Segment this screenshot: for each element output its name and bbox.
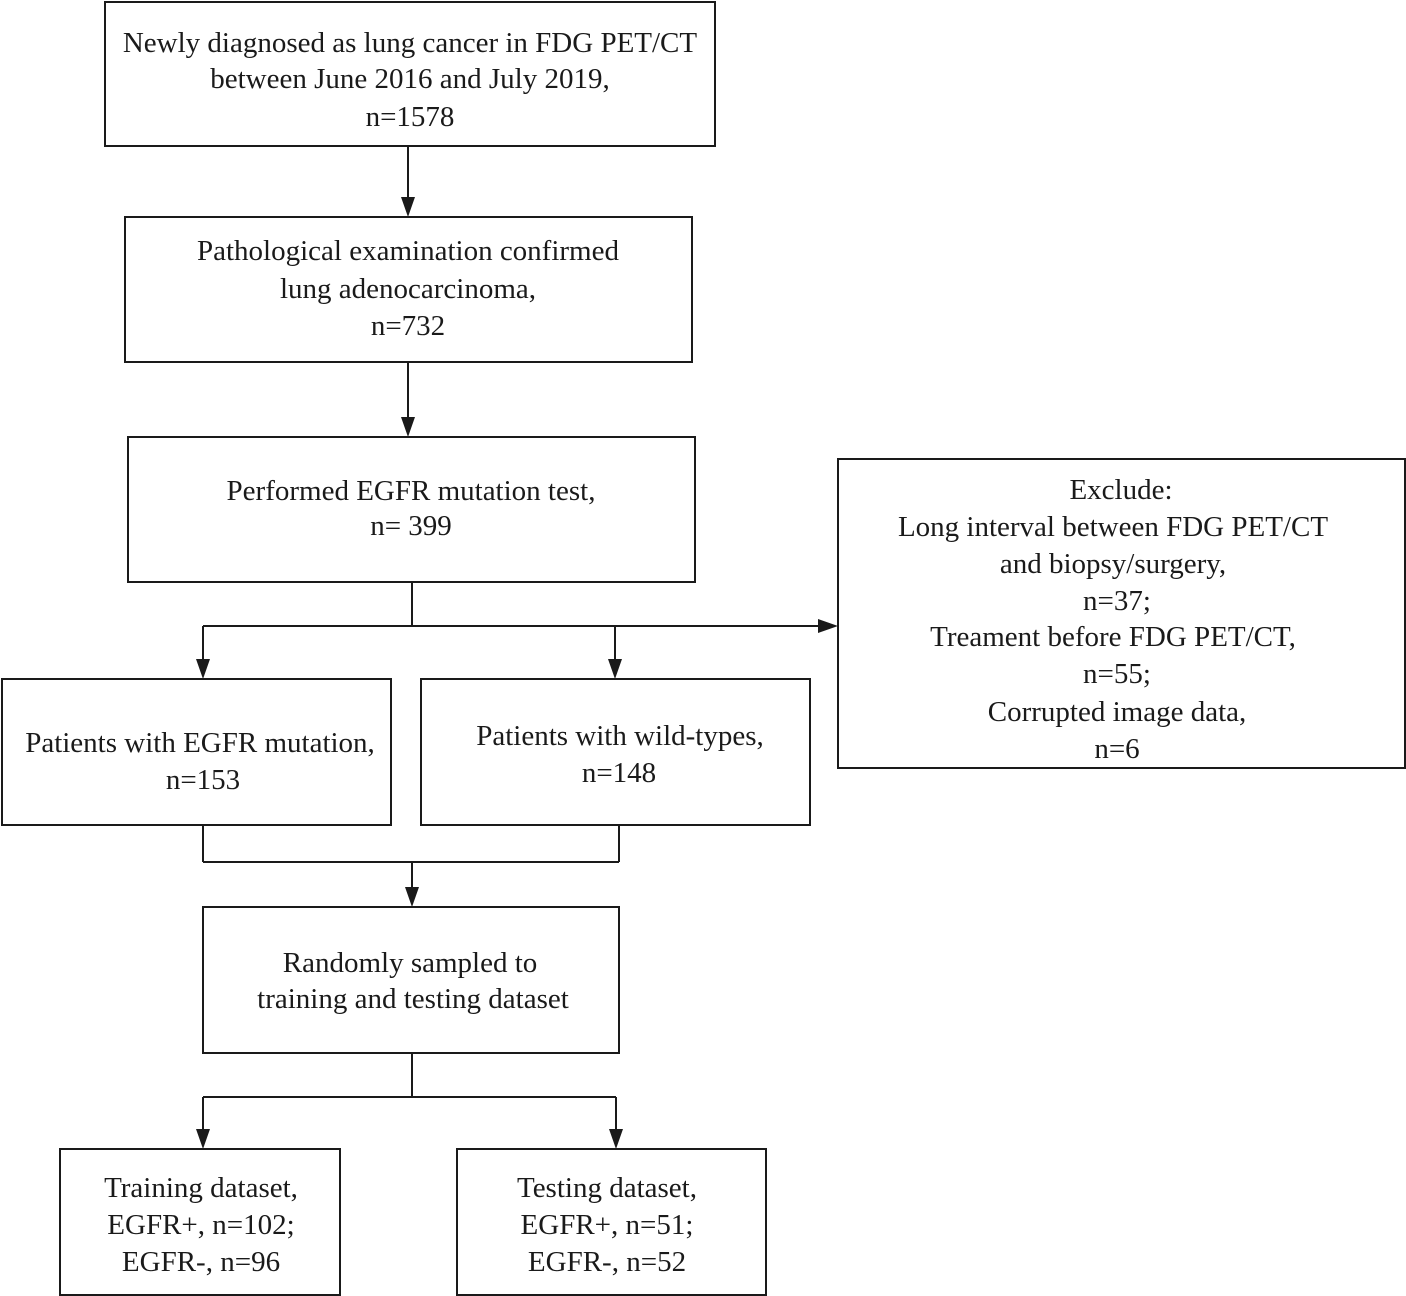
box-training-line-2: EGFR+, n=102;: [107, 1209, 294, 1241]
arrow-screening-to-pathology: [401, 146, 415, 217]
box-wild-type-line-1: Patients with wild-types,: [476, 720, 764, 752]
box-screening-line-2: between June 2016 and July 2019,: [210, 63, 610, 95]
box-egfr-test-line-2: n= 399: [370, 510, 452, 542]
box-wild-type-line-2: n=148: [582, 757, 656, 789]
box-egfr-test-line-1: Performed EGFR mutation test,: [227, 475, 596, 507]
box-exclude-line-4: n=37;: [1083, 585, 1151, 617]
box-training: Training dataset, EGFR+, n=102; EGFR-, n…: [59, 1148, 341, 1296]
box-exclude-line-8: n=6: [1094, 733, 1139, 765]
box-testing-line-1: Testing dataset,: [517, 1172, 697, 1204]
box-screening: Newly diagnosed as lung cancer in FDG PE…: [104, 1, 716, 147]
box-training-line-3: EGFR-, n=96: [122, 1246, 280, 1278]
branch-random-split: [196, 1053, 623, 1149]
box-egfr-mutation-line-2: n=153: [166, 764, 240, 796]
arrow-pathology-to-egfr-test: [401, 362, 415, 437]
box-egfr-mutation: Patients with EGFR mutation, n=153: [1, 678, 392, 826]
box-exclude-line-3: and biopsy/surgery,: [1000, 548, 1226, 580]
box-egfr-test: Performed EGFR mutation test, n= 399: [127, 436, 696, 583]
box-testing-line-2: EGFR+, n=51;: [521, 1209, 694, 1241]
box-pathology-line-3: n=732: [371, 310, 445, 342]
box-exclude: Exclude: Long interval between FDG PET/C…: [837, 458, 1406, 769]
box-testing: Testing dataset, EGFR+, n=51; EGFR-, n=5…: [456, 1148, 767, 1296]
box-testing-line-3: EGFR-, n=52: [528, 1246, 686, 1278]
box-pathology: Pathological examination confirmed lung …: [124, 216, 693, 363]
box-screening-line-1: Newly diagnosed as lung cancer in FDG PE…: [123, 27, 698, 59]
branch-egfr-test: [196, 582, 838, 679]
box-exclude-line-6: n=55;: [1083, 658, 1151, 690]
box-egfr-mutation-line-1: Patients with EGFR mutation,: [25, 727, 375, 759]
box-wild-type: Patients with wild-types, n=148: [420, 678, 811, 826]
box-random-split: Randomly sampled to training and testing…: [202, 906, 620, 1054]
box-exclude-line-1: Exclude:: [1069, 474, 1172, 506]
box-training-line-1: Training dataset,: [104, 1172, 298, 1204]
merge-to-random-split: [202, 825, 620, 907]
box-exclude-line-7: Corrupted image data,: [988, 696, 1247, 728]
box-exclude-line-2: Long interval between FDG PET/CT: [898, 511, 1328, 543]
box-exclude-line-5: Treament before FDG PET/CT,: [930, 621, 1296, 653]
box-pathology-line-2: lung adenocarcinoma,: [280, 273, 536, 305]
box-random-split-line-2: training and testing dataset: [257, 983, 569, 1015]
box-random-split-line-1: Randomly sampled to: [283, 947, 538, 979]
box-screening-line-3: n=1578: [366, 101, 455, 133]
box-pathology-line-1: Pathological examination confirmed: [197, 235, 619, 267]
